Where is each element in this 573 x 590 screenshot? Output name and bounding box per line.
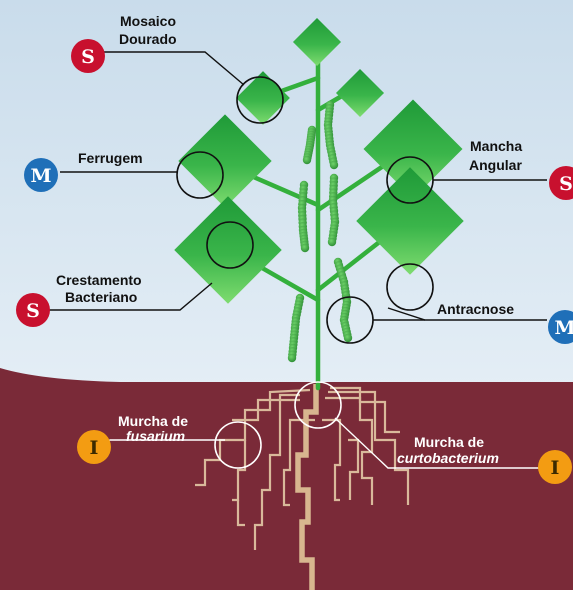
badge-curto-letter: I: [551, 457, 560, 479]
badge-antracnose: M: [548, 310, 573, 344]
label-mancha-line2: Angular: [469, 157, 522, 173]
label-curto-line2: curtobacterium: [397, 450, 499, 466]
badge-fusarium-letter: I: [90, 437, 99, 459]
badge-i-icon: [538, 450, 572, 484]
bean-pod-seed: [329, 160, 339, 170]
resistance-badges: S M S S M I I: [16, 39, 573, 484]
label-antracnose: Antracnose: [437, 301, 514, 317]
label-mancha-line1: Mancha: [470, 138, 522, 154]
leaf-crestamento: [174, 196, 282, 304]
leaf-upper-right: [335, 68, 385, 118]
highlight-circle-fusarium: [214, 421, 262, 469]
badge-ferrugem: M: [24, 158, 58, 192]
label-crestamento-line2: Bacteriano: [65, 289, 137, 305]
highlight-circle-antracnose: [386, 263, 434, 311]
leaf-top: [292, 17, 342, 67]
highlight-circle-ferrugem: [176, 151, 224, 199]
label-mosaico-line1: Mosaico: [120, 13, 176, 29]
leaf-ferrugem: [178, 114, 272, 208]
badge-mosaico-letter: S: [81, 46, 95, 68]
badge-m-icon: [548, 310, 573, 344]
highlight-circle-curto: [294, 381, 342, 429]
root-system: [195, 384, 410, 590]
bean-pod-seed: [300, 243, 310, 253]
badge-antracnose-letter: M: [554, 317, 573, 339]
badge-crestamento: S: [16, 293, 50, 327]
badge-s-icon: [549, 166, 573, 200]
highlight-circles: [176, 76, 434, 469]
badge-curto: I: [538, 450, 572, 484]
label-mosaico-line2: Dourado: [119, 31, 177, 47]
badge-m-icon: [24, 158, 58, 192]
badge-mancha-letter: S: [559, 173, 573, 195]
badge-crestamento-letter: S: [26, 300, 40, 322]
disease-labels: Mosaico Dourado Ferrugem Mancha Angular …: [56, 13, 522, 466]
label-ferrugem: Ferrugem: [78, 150, 143, 166]
bean-pod-seed: [327, 237, 337, 247]
bean-pods: [287, 100, 353, 363]
leaf-antracnose: [356, 167, 464, 275]
label-crestamento-line1: Crestamento: [56, 272, 142, 288]
highlight-circle-mosaico: [236, 76, 284, 124]
badge-mancha: S: [549, 166, 573, 200]
label-fusarium-line2: fusarium: [126, 428, 185, 444]
bean-pod-seed: [287, 353, 297, 363]
bean-pod-seed: [343, 333, 353, 343]
label-fusarium-line1: Murcha de: [118, 413, 188, 429]
bean-pod-seed: [302, 155, 312, 165]
highlight-circle-crestamento: [206, 221, 254, 269]
badge-s-icon: [71, 39, 105, 73]
badge-fusarium: I: [77, 430, 111, 464]
label-curto-line1: Murcha de: [414, 434, 484, 450]
badge-ferrugem-letter: M: [30, 165, 51, 187]
badge-s-icon: [16, 293, 50, 327]
badge-i-icon: [77, 430, 111, 464]
soil-background: [0, 368, 573, 590]
badge-mosaico: S: [71, 39, 105, 73]
